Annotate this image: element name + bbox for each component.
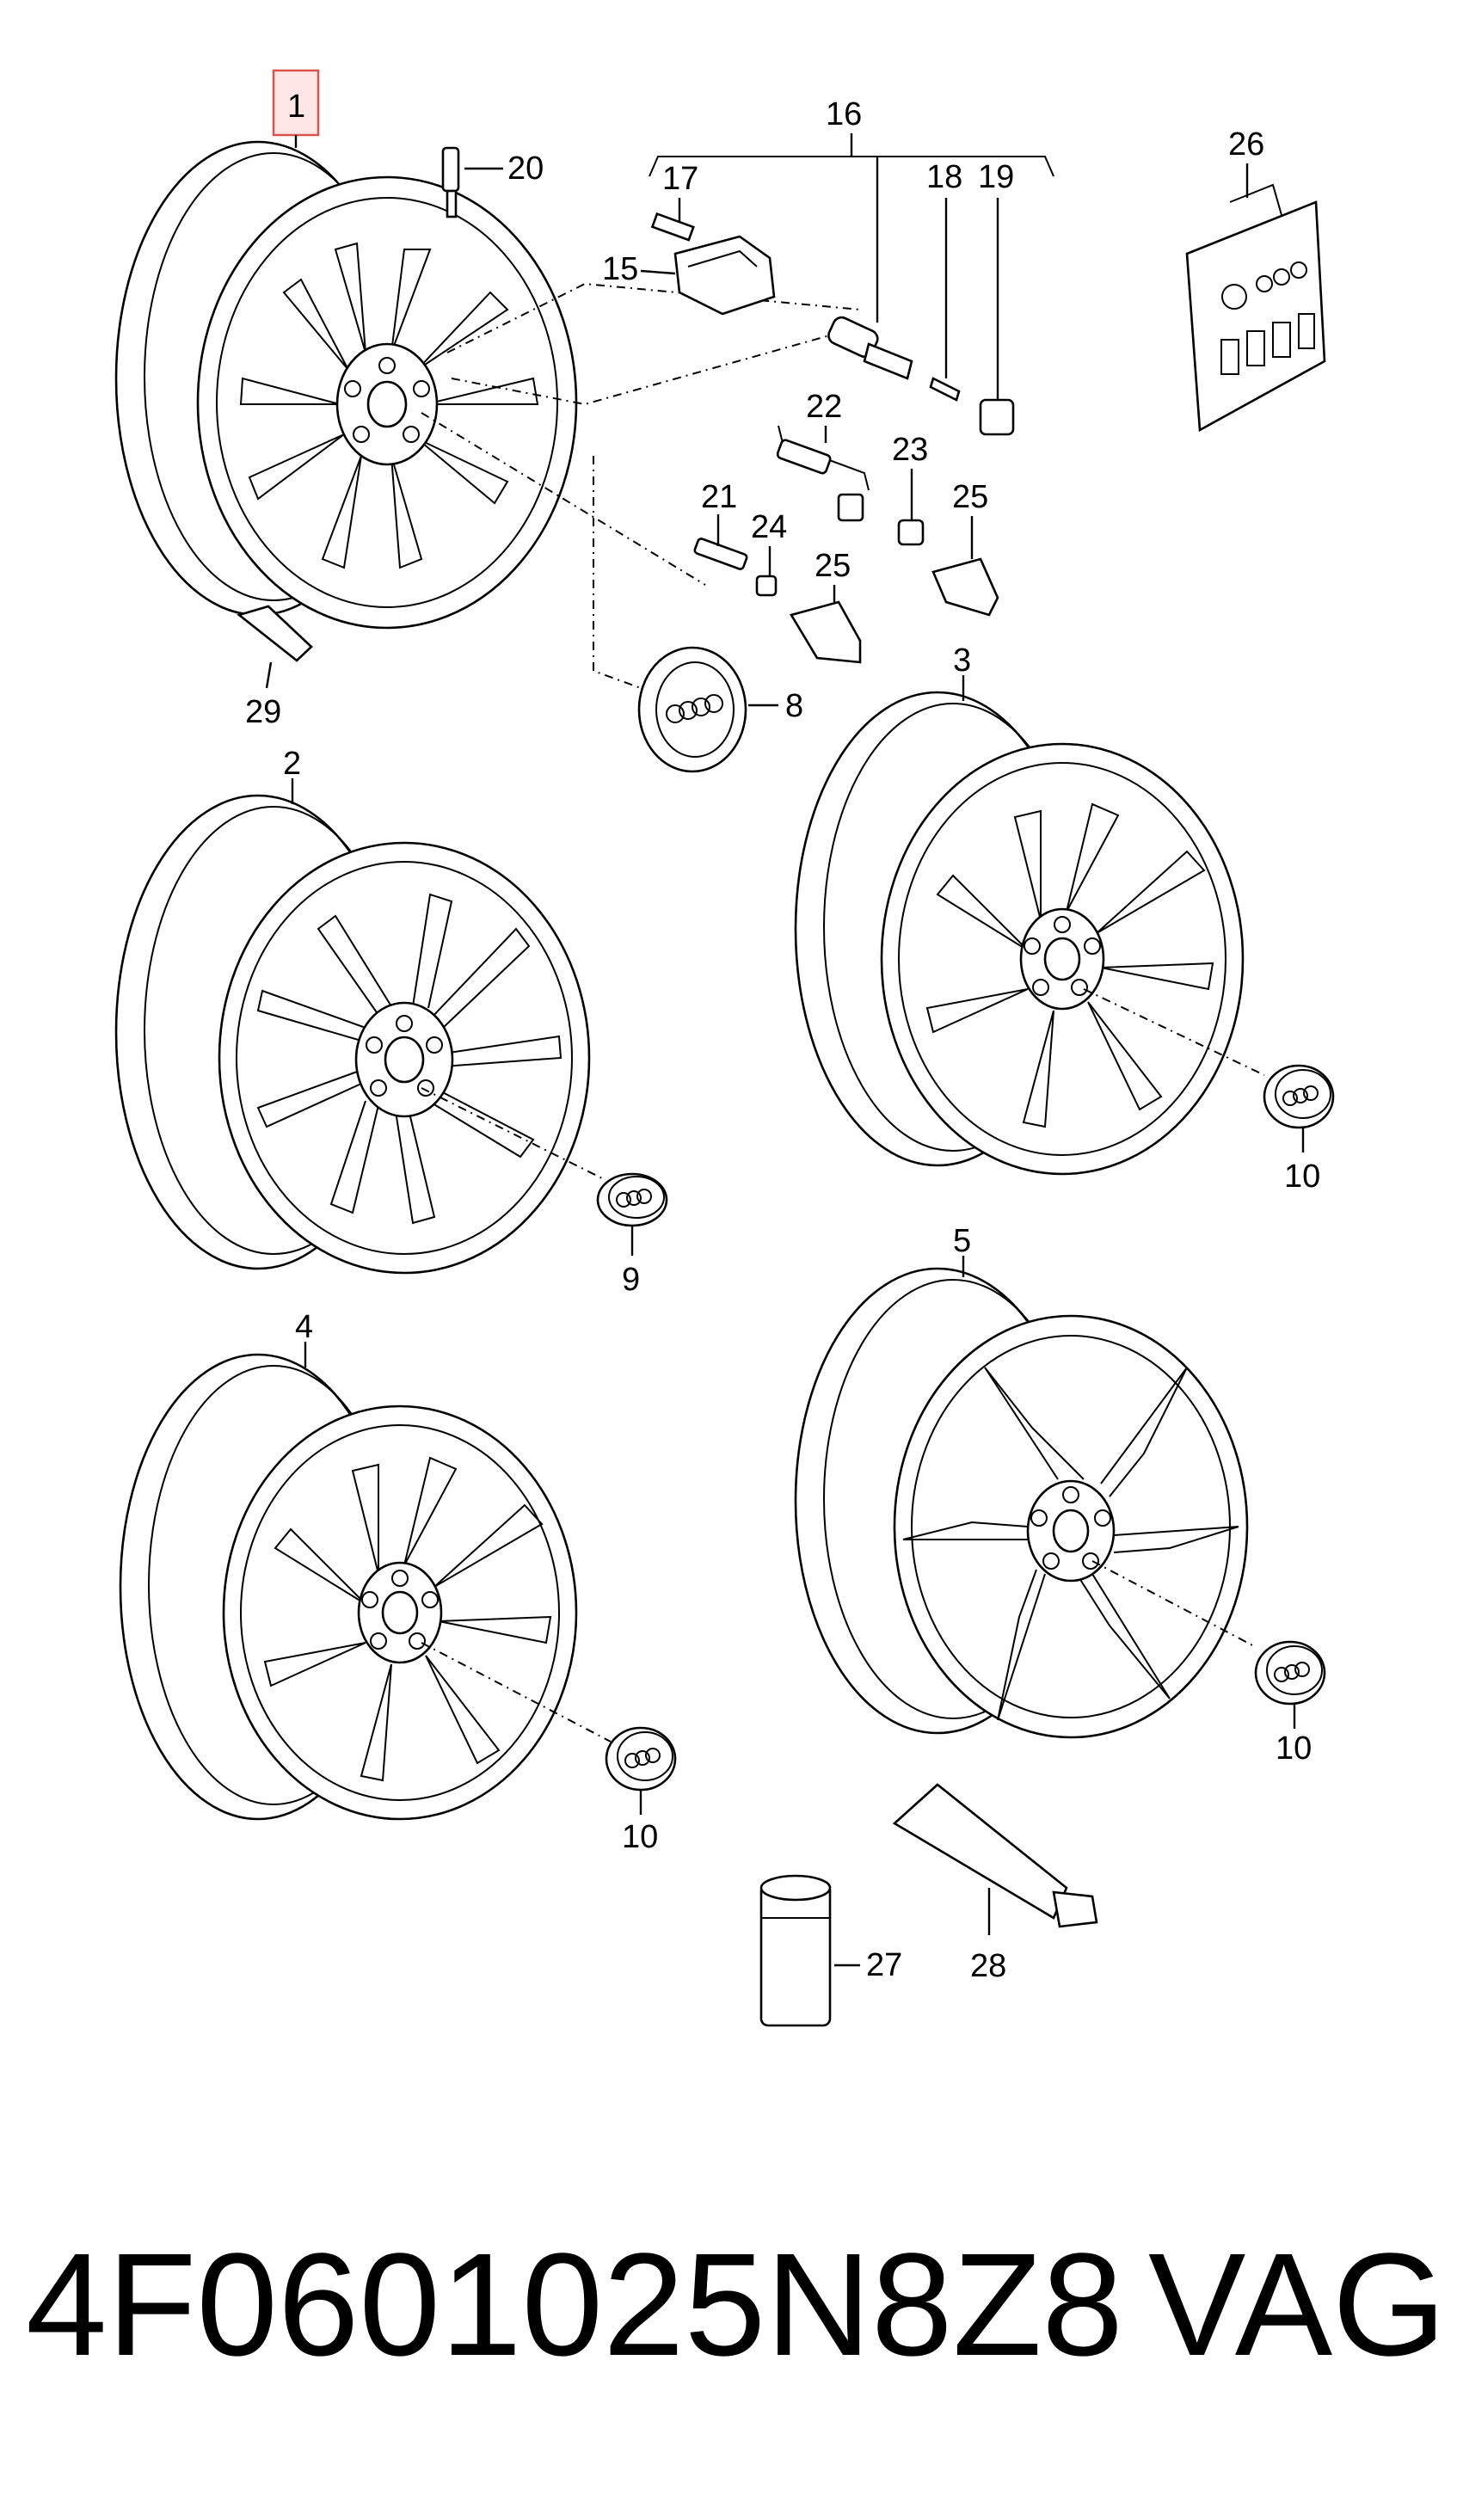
callout-23[interactable]: 23 [892,432,928,468]
wheel-5-drawing [794,1256,1257,1739]
callout-29[interactable]: 29 [245,694,281,730]
callout-2[interactable]: 2 [283,746,301,782]
callout-1[interactable]: 1 [287,89,305,125]
callout-27[interactable]: 27 [866,1947,902,1983]
callout-8[interactable]: 8 [785,688,803,724]
center-cap-9-drawing [596,1172,668,1256]
callout-25b[interactable]: 25 [952,479,988,515]
callout-20[interactable]: 20 [507,151,544,187]
callout-28[interactable]: 28 [970,1948,1006,1984]
callout-3[interactable]: 3 [953,642,971,679]
container-27-drawing [759,1874,860,2027]
callout-10b[interactable]: 10 [622,1819,658,1855]
callout-16[interactable]: 16 [826,96,862,132]
lock-kit-26-drawing [1185,163,1326,433]
callout-10c[interactable]: 10 [1276,1730,1312,1767]
wheel-3-drawing [794,675,1265,1176]
wheel-4-drawing [119,1342,612,1821]
center-cap-8-drawing [637,646,778,773]
tpms-sensor-drawing [640,198,776,316]
valve-20-drawing [441,146,503,218]
center-cap-10a-drawing [1263,1064,1335,1152]
callout-10a[interactable]: 10 [1284,1159,1320,1195]
center-cap-10c-drawing [1254,1640,1326,1729]
callout-22[interactable]: 22 [806,389,842,425]
valve-stem-drawing [649,133,1054,436]
center-cap-10b-drawing [605,1726,677,1815]
callout-15[interactable]: 15 [602,251,638,287]
callout-26[interactable]: 26 [1228,126,1264,163]
wheel-1-drawing [114,140,861,706]
callout-9[interactable]: 9 [622,1262,640,1298]
wheel-2-drawing [114,778,603,1275]
callout-5[interactable]: 5 [953,1223,971,1259]
tube-28-drawing [892,1783,1098,1935]
callout-25a[interactable]: 25 [815,548,851,584]
part-number: 4F0601025N8Z8 [26,2223,1123,2387]
callout-21[interactable]: 21 [701,479,737,515]
callout-17[interactable]: 17 [662,161,698,197]
bolts-drawing [693,425,999,664]
brand-name: VAG [1148,2223,1447,2387]
callout-24[interactable]: 24 [751,509,787,545]
callout-18[interactable]: 18 [926,159,962,195]
callout-19[interactable]: 19 [978,159,1014,195]
balance-weight-drawing [237,605,313,662]
callout-4[interactable]: 4 [295,1309,313,1345]
